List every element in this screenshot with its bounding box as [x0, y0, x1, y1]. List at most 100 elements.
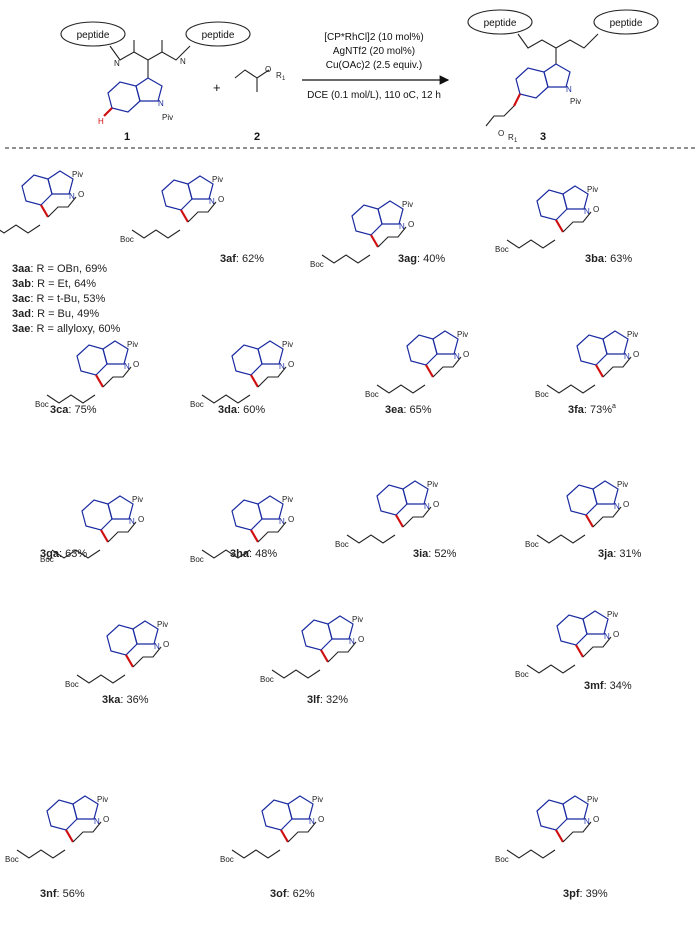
boc-label: Boc [220, 855, 234, 864]
indole-n-label: N [454, 352, 460, 361]
indole-n-label: N [309, 817, 315, 826]
amide-n-label: N [114, 59, 120, 68]
boc-label: Boc [335, 540, 349, 549]
r1-label: R [508, 133, 514, 142]
h-atom-label: H [98, 117, 104, 126]
piv-label: Piv [72, 170, 83, 179]
indole-n-label: N [279, 517, 285, 526]
compound-label-3mf: 3mf: 34% [584, 680, 632, 692]
compound-number: 2 [254, 131, 260, 143]
ester-o-label: O [288, 515, 294, 524]
indole-n-label: N [399, 222, 405, 231]
piv-label: Piv [97, 795, 108, 804]
compound-label-3ja: 3ja: 31% [598, 548, 642, 560]
compound-label-3of: 3of: 62% [270, 888, 315, 900]
compound-label-3da: 3da: 60% [218, 404, 265, 416]
indole-n-label: N [209, 197, 215, 206]
ester-o-label: O [623, 500, 629, 509]
indole-n-label: N [584, 817, 590, 826]
boc-label: Boc [535, 390, 549, 399]
compound-label-3ha: 3ha: 48% [230, 548, 277, 560]
boc-label: Boc [310, 260, 324, 269]
condition-catalyst: [CP*RhCl]2 (10 mol%) [324, 32, 423, 43]
piv-label: Piv [312, 795, 323, 804]
compound-label-3ea: 3ea: 65% [385, 404, 432, 416]
indole-n-label: N [584, 207, 590, 216]
piv-label: Piv [282, 495, 293, 504]
indole-n-label: N [158, 99, 164, 108]
ester-o-label: O [593, 815, 599, 824]
compound-label-3ae: 3ae: R = allyloxy, 60% [12, 323, 121, 335]
compound-label-3ag: 3ag: 40% [398, 253, 445, 265]
boc-label: Boc [495, 245, 509, 254]
ester-o-label: O [288, 360, 294, 369]
compound-label-3ba: 3ba: 63% [585, 253, 632, 265]
compound-label-3lf: 3lf: 32% [307, 694, 348, 706]
compound-labels: 3aa: R = OBn, 69%3ab: R = Et, 64%3ac: R … [12, 253, 642, 900]
compound-label-3ga: 3ga: 63% [40, 548, 87, 560]
compound-label-3pf: 3pf: 39% [563, 888, 608, 900]
indole-n-label: N [154, 642, 160, 651]
piv-label: Piv [427, 480, 438, 489]
boc-label: Boc [515, 670, 529, 679]
boc-label: Boc [120, 235, 134, 244]
boc-label: Boc [190, 400, 204, 409]
indole-n-label: N [424, 502, 430, 511]
peptide-label: peptide [202, 30, 235, 41]
piv-label: Piv [127, 340, 138, 349]
indole-n-label: N [624, 352, 630, 361]
compound-label-3ka: 3ka: 36% [102, 694, 149, 706]
piv-label: Piv [162, 113, 173, 122]
amide-n-label: N [180, 57, 186, 66]
ester-o-label: O [163, 640, 169, 649]
peptide-label: peptide [484, 18, 517, 29]
piv-label: Piv [157, 620, 168, 629]
compound-label-3ad: 3ad: R = Bu, 49% [12, 308, 99, 320]
compound-label-3nf: 3nf: 56% [40, 888, 85, 900]
ester-o-label: O [633, 350, 639, 359]
ester-o-label: O [498, 129, 504, 138]
ester-o-label: O [408, 220, 414, 229]
r1-label: R [276, 71, 282, 80]
ester-o-label: O [433, 500, 439, 509]
reactant-1-structure: peptide peptide N N H N Piv 1 [60, 21, 251, 143]
piv-label: Piv [212, 175, 223, 184]
compound-number: 1 [124, 131, 130, 143]
product-structures: NPivOBocNPivOBocNPivOBocNPivOBocNPivOBoc… [0, 170, 639, 864]
boc-label: Boc [495, 855, 509, 864]
reactant-2-structure: O R 1 2 [234, 65, 286, 143]
plus-sign: + [213, 80, 221, 95]
compound-label-3ab: 3ab: R = Et, 64% [12, 278, 96, 290]
piv-label: Piv [627, 330, 638, 339]
compound-label-3af: 3af: 62% [220, 253, 264, 265]
piv-label: Piv [587, 795, 598, 804]
compound-label-3ac: 3ac: R = t-Bu, 53% [12, 293, 105, 305]
boc-label: Boc [260, 675, 274, 684]
r1-subscript: 1 [514, 138, 518, 144]
indole-n-label: N [279, 362, 285, 371]
ester-o-label: O [103, 815, 109, 824]
indole-n-label: N [614, 502, 620, 511]
piv-label: Piv [132, 495, 143, 504]
compound-label-3fa: 3fa: 73%a [568, 403, 616, 416]
compound-label-3ia: 3ia: 52% [413, 548, 457, 560]
boc-label: Boc [525, 540, 539, 549]
indole-n-label: N [124, 362, 130, 371]
